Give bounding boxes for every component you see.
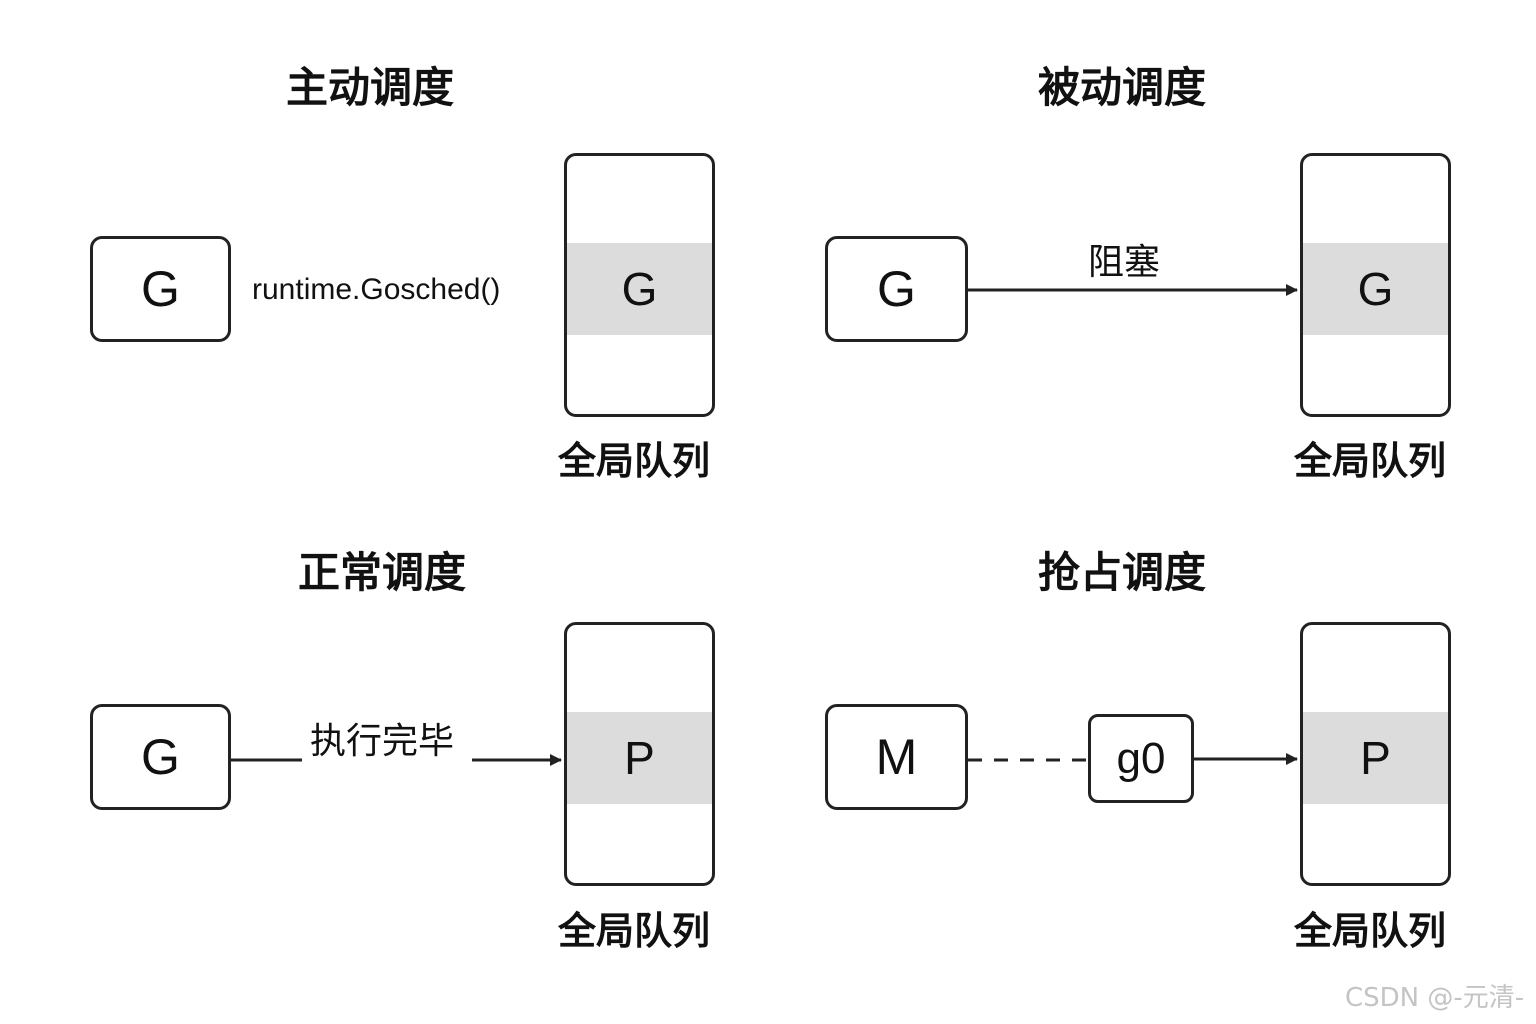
passive-queue-slot: G [1303,243,1448,335]
passive-g-label: G [877,261,916,317]
passive-g-box: G [825,236,968,342]
active-queue-slot-label: G [621,263,658,315]
preempt-m-label: M [875,729,918,785]
normal-g-box: G [90,704,231,810]
active-g-label: G [141,261,180,317]
normal-queue-slot: P [567,712,712,804]
csdn-watermark: CSDN @-元清- [1345,983,1525,1013]
complete-edge-label: 执行完毕 [310,721,455,762]
active-queue-slot: G [567,243,712,335]
preempt-g0-label: g0 [1116,733,1166,783]
normal-scheduling-title: 正常调度 [298,548,467,597]
preempt-m-box: M [825,704,968,810]
preempt-queue-slot: P [1303,712,1448,804]
normal-queue-label: 全局队列 [558,909,711,953]
passive-global-queue: G [1300,153,1451,417]
passive-scheduling-title: 被动调度 [1038,63,1207,112]
normal-queue-slot-label: P [624,732,655,784]
passive-queue-label: 全局队列 [1294,439,1447,483]
blocked-edge-label: 阻塞 [1088,242,1161,283]
preempt-global-queue: P [1300,622,1451,886]
preempt-g0-box: g0 [1088,714,1194,803]
preempt-queue-slot-label: P [1360,732,1391,784]
active-g-box: G [90,236,231,342]
active-global-queue: G [564,153,715,417]
active-scheduling-title: 主动调度 [286,63,455,112]
active-queue-label: 全局队列 [558,439,711,483]
preempt-queue-label: 全局队列 [1294,909,1447,953]
normal-g-label: G [141,729,180,785]
passive-queue-slot-label: G [1357,263,1394,315]
gosched-call-label: runtime.Gosched() [252,273,501,306]
normal-global-queue: P [564,622,715,886]
preempt-scheduling-title: 抢占调度 [1038,548,1207,597]
